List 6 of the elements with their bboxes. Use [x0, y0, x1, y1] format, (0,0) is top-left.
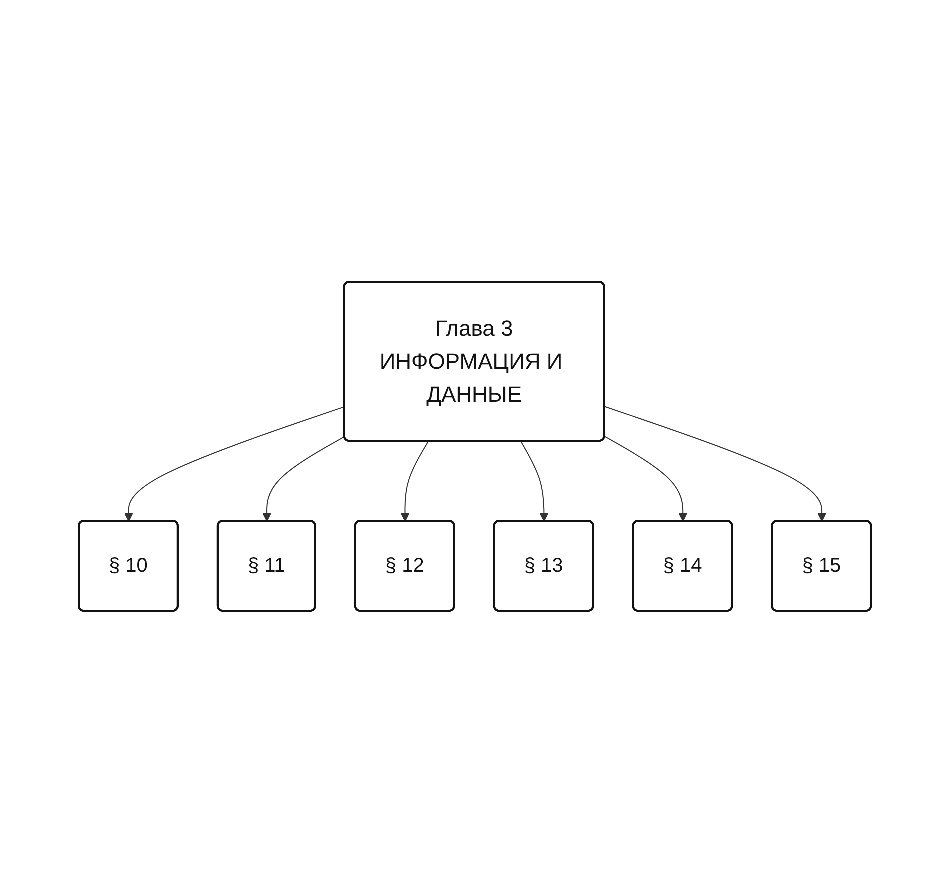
arrow — [262, 436, 346, 522]
arrow — [400, 441, 430, 522]
arrow — [124, 406, 346, 522]
arrow — [520, 441, 549, 522]
arrow — [604, 406, 826, 522]
arrow — [604, 436, 688, 522]
